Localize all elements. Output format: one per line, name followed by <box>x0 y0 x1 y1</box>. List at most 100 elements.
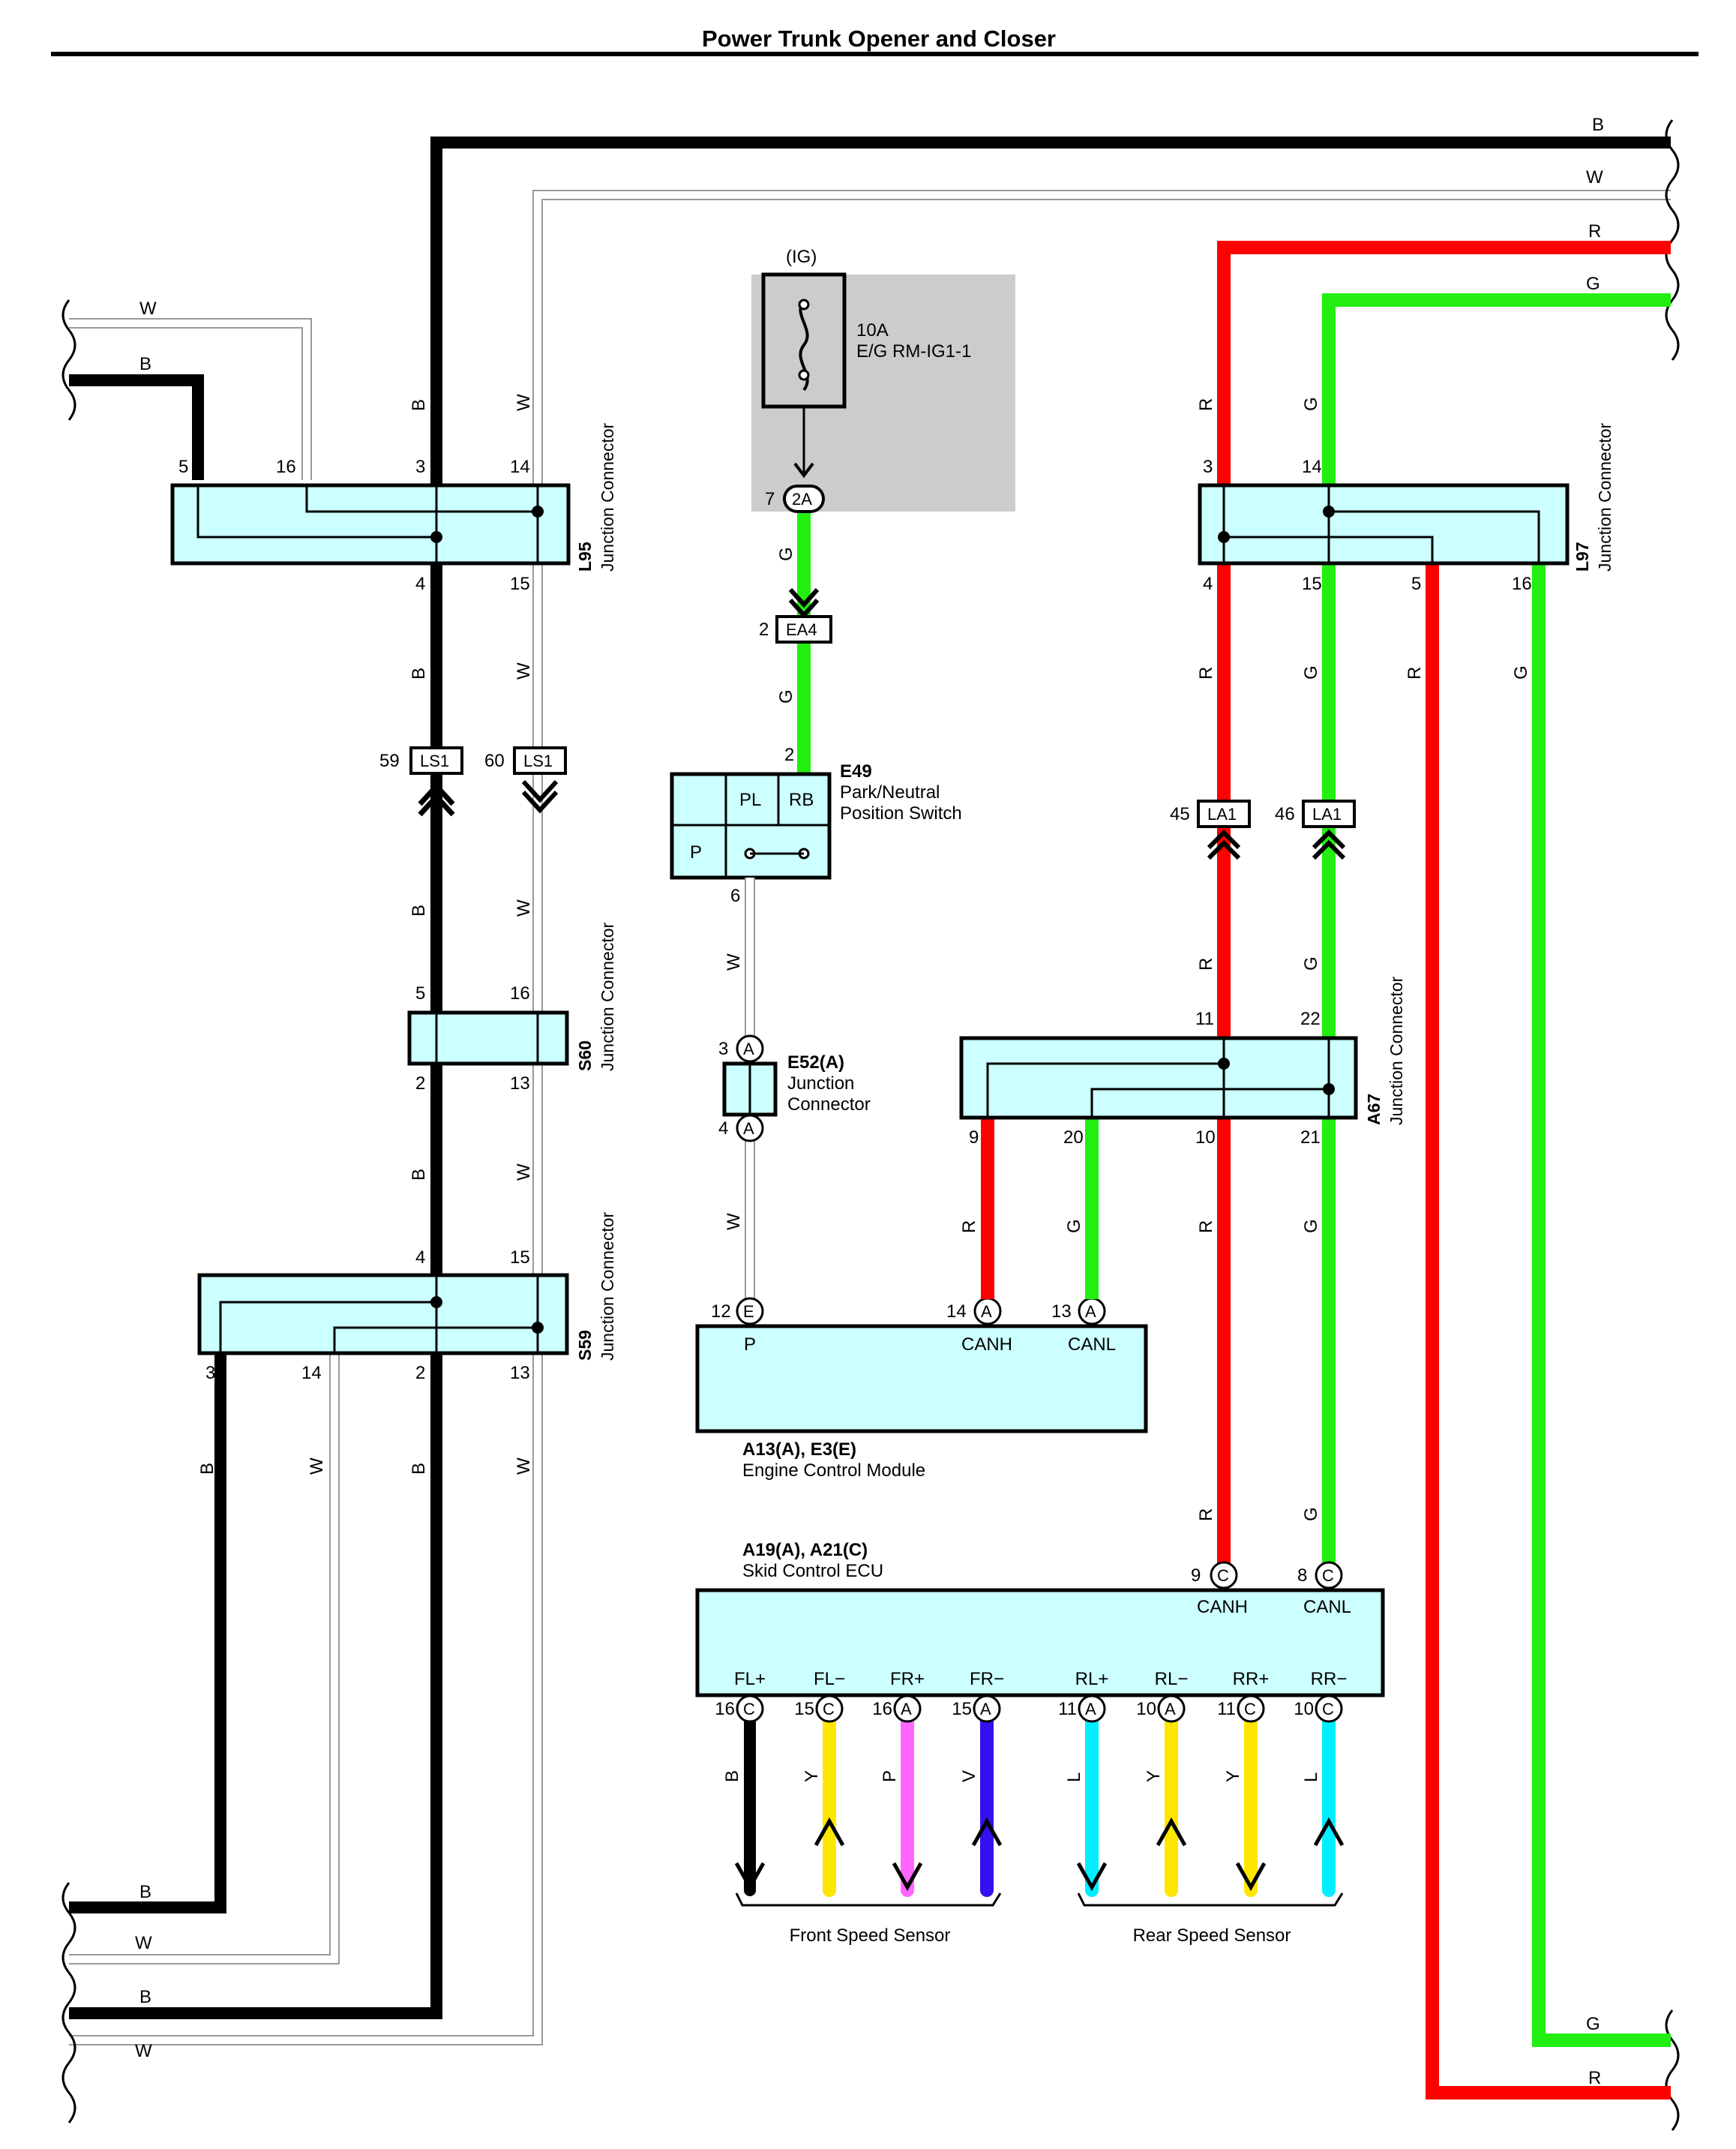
svg-text:S60: S60 <box>575 1040 595 1071</box>
svg-text:4: 4 <box>415 574 425 594</box>
sensor-pin-number: 16 <box>715 1699 735 1719</box>
sensor-pin <box>1078 1694 1106 1723</box>
svg-text:9: 9 <box>969 1127 979 1148</box>
svg-text:B: B <box>139 354 151 374</box>
sensor-pin-number: 10 <box>1294 1699 1314 1719</box>
svg-text:2: 2 <box>415 1363 425 1383</box>
svg-text:Park/Neutral: Park/Neutral <box>840 782 940 803</box>
sensor-arrow <box>734 1862 766 1892</box>
sensor-pin-letter: C <box>1244 1700 1256 1718</box>
svg-text:12: 12 <box>711 1301 731 1322</box>
svg-text:10: 10 <box>1195 1127 1216 1148</box>
sensor-pin-label: FL+ <box>734 1669 766 1689</box>
fuse-to-switch-wire: EA4 2 G G 2 <box>759 513 832 774</box>
sensor-pin <box>736 1694 764 1723</box>
svg-text:W: W <box>724 953 744 971</box>
svg-text:B: B <box>409 1169 429 1181</box>
svg-text:G: G <box>1064 1219 1084 1233</box>
svg-text:Skid Control ECU: Skid Control ECU <box>742 1561 883 1581</box>
svg-text:15: 15 <box>1302 574 1322 594</box>
svg-text:C: C <box>1217 1566 1229 1585</box>
engine-control-module: E 12 P A 14 CANH A 13 CANL A13(A), E3(E)… <box>695 1297 1148 1481</box>
sensor-arrow <box>971 1817 1003 1847</box>
svg-text:15: 15 <box>510 574 530 594</box>
connector-L97: 3 14 4 15 5 16 L97 Junction Connector <box>1198 422 1615 594</box>
sensor-wire-code: L <box>1064 1772 1084 1782</box>
sensor-pin-number: 10 <box>1136 1699 1156 1719</box>
sensor-pin-label: FL− <box>814 1669 845 1689</box>
svg-text:G: G <box>1301 956 1321 971</box>
sensor-pin <box>973 1694 1001 1723</box>
svg-text:R: R <box>1196 1508 1216 1521</box>
svg-text:5: 5 <box>1411 574 1421 594</box>
sensor-arrow <box>1076 1862 1108 1892</box>
svg-text:W: W <box>514 1457 534 1475</box>
svg-text:E52(A): E52(A) <box>787 1052 844 1073</box>
svg-text:Engine Control Module: Engine Control Module <box>742 1460 925 1481</box>
svg-text:A: A <box>743 1040 754 1058</box>
svg-text:45: 45 <box>1170 804 1190 824</box>
svg-text:A67: A67 <box>1364 1094 1384 1125</box>
svg-text:CANH: CANH <box>1197 1597 1248 1617</box>
diagram-title: Power Trunk Opener and Closer <box>702 26 1056 52</box>
svg-text:R: R <box>1588 221 1601 242</box>
svg-text:P: P <box>744 1334 756 1355</box>
svg-text:W: W <box>1586 167 1603 188</box>
sensor-pin-number: 11 <box>1217 1699 1236 1719</box>
svg-text:16: 16 <box>1512 574 1532 594</box>
connector-S59: 4 15 3 14 2 13 S59 Junction Connector <box>197 1211 617 1383</box>
svg-text:3: 3 <box>1203 457 1213 477</box>
svg-text:R: R <box>1196 958 1216 971</box>
sensor-wire-code: V <box>959 1770 979 1782</box>
svg-text:G: G <box>776 689 796 704</box>
sensor-wire-code: P <box>880 1770 900 1782</box>
svg-text:14: 14 <box>1302 457 1322 477</box>
svg-text:W: W <box>724 1213 744 1230</box>
left-wire-group <box>69 137 1671 2045</box>
svg-text:B: B <box>139 1987 151 2007</box>
svg-text:Connector: Connector <box>787 1094 871 1115</box>
sensor-pin-letter: A <box>980 1700 991 1718</box>
svg-text:2: 2 <box>415 1073 425 1094</box>
sensor-pin-label: FR− <box>970 1669 1004 1689</box>
svg-text:A13(A), E3(E): A13(A), E3(E) <box>742 1439 856 1460</box>
sensor-pin-number: 15 <box>952 1699 972 1719</box>
svg-text:G: G <box>1301 397 1321 411</box>
sensor-pin-letter: C <box>1322 1700 1334 1718</box>
svg-text:B: B <box>409 668 429 680</box>
svg-text:EA4: EA4 <box>786 620 817 639</box>
svg-text:Junction Connector: Junction Connector <box>1595 422 1615 572</box>
rear-speed-sensor-label: Rear Speed Sensor <box>1133 1925 1291 1946</box>
svg-text:4: 4 <box>718 1118 728 1139</box>
sensor-wire-3: A 15 FR− V <box>952 1669 1004 1897</box>
front-speed-sensor-label: Front Speed Sensor <box>790 1925 951 1946</box>
sensor-brackets: Front Speed Sensor Rear Speed Sensor <box>735 1892 1344 1946</box>
sensor-arrow <box>814 1817 845 1847</box>
svg-text:20: 20 <box>1063 1127 1084 1148</box>
svg-text:E/G RM-IG1-1: E/G RM-IG1-1 <box>856 341 971 362</box>
svg-text:W: W <box>135 2041 152 2061</box>
svg-text:8: 8 <box>1297 1565 1307 1586</box>
connector-L95: 5 16 3 14 4 15 L95 Junction Connector <box>170 422 617 594</box>
svg-text:G: G <box>1586 274 1600 294</box>
svg-text:2A: 2A <box>792 490 812 509</box>
sensor-pin-number: 11 <box>1058 1699 1077 1719</box>
left-wire-codes: B W R G W B B W B W B W B W B W B W B W … <box>135 115 1604 2061</box>
sensor-wire-code: L <box>1301 1772 1321 1782</box>
svg-text:6: 6 <box>730 886 740 906</box>
svg-text:3: 3 <box>718 1039 728 1059</box>
svg-text:W: W <box>514 394 534 411</box>
svg-text:4: 4 <box>415 1247 425 1268</box>
svg-text:Junction Connector: Junction Connector <box>598 922 617 1071</box>
sensor-arrow <box>892 1862 923 1892</box>
svg-text:5: 5 <box>178 457 188 477</box>
sensor-wire-code: Y <box>1223 1770 1243 1782</box>
svg-text:3: 3 <box>205 1363 215 1383</box>
connector-E52: A A 3 4 E52(A) Junction Connector <box>718 1034 871 1142</box>
